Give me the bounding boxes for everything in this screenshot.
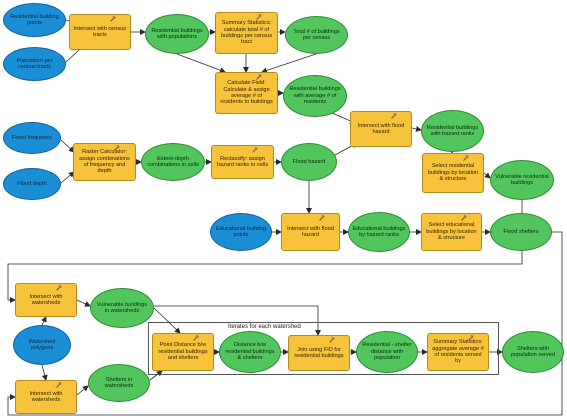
node-label: Extent-depth combinations in cells: [147, 155, 199, 168]
node-label: Residential building points: [10, 13, 59, 26]
node-label: Flood hazard: [292, 158, 326, 165]
hammer-icon: [461, 214, 467, 221]
node-label: Vulnerable buildings in watersheds: [96, 301, 148, 314]
node-label: Intersect with census tracts: [73, 25, 127, 38]
node-label: Reclassify: assign hazard ranks to cells: [216, 155, 269, 168]
node-label: Raster Calculator: assign combinations o…: [79, 149, 130, 175]
node-label: Residential buildings with hazard ranks: [426, 124, 479, 137]
intersect-flood-residential-tool[interactable]: Intersect with flood hazard: [350, 111, 412, 147]
intersect-flood-educational-tool[interactable]: Intersect with flood hazard: [281, 213, 340, 251]
population-census-tracts-input[interactable]: Population per census tracts: [3, 47, 66, 81]
hammer-icon: [114, 144, 121, 151]
summary-total-buildings-tool[interactable]: Summary Statistics: calculate total # of…: [215, 12, 278, 54]
node-label: Calculate Field: Calculate & assign aver…: [220, 80, 273, 106]
node-label: Select educational buildings by location…: [426, 222, 477, 242]
node-label: Intersect with flood hazard: [357, 122, 405, 135]
total-buildings-census-output[interactable]: Total # of buildings per census: [285, 16, 348, 54]
node-label: Intersect with flood hazard: [287, 225, 334, 238]
summary-aggregate-tool[interactable]: Summary Statistics: aggregate average # …: [427, 333, 489, 371]
shelters-population-output[interactable]: Shelters with population served: [502, 331, 564, 373]
node-label: Residential buildings with populations: [151, 27, 203, 40]
distance-residential-shelters-output[interactable]: Distance b/w residential buildings & she…: [219, 331, 281, 373]
hammer-icon: [328, 336, 335, 343]
connector-shelterws-to-pointdist: [149, 370, 163, 381]
residential-hazard-ranks-output[interactable]: Residential buildings with hazard ranks: [421, 110, 484, 152]
node-label: Educational building points: [215, 225, 267, 238]
educational-hazard-ranks-output[interactable]: Educational buildings by hazard ranks: [348, 212, 410, 252]
node-label: Flood depth: [17, 180, 47, 187]
hammer-icon: [109, 15, 116, 22]
connector-watershed-to-intersect2: [41, 364, 48, 381]
point-distance-tool[interactable]: Point Distance b/w residential buildings…: [152, 333, 214, 371]
node-label: Intersect with watersheds: [29, 390, 63, 403]
intersect-watersheds-tool-1[interactable]: Intersect with watersheds: [15, 283, 77, 317]
connector-depth-to-raster: [60, 171, 75, 184]
intersect-census-tracts-tool[interactable]: Intersect with census tracts: [69, 14, 131, 50]
connector-intersect-to-reshazard: [411, 125, 422, 132]
connector-shelters-wrap: [7, 231, 563, 416]
iteration-group-label: Iterates for each watershed: [228, 324, 301, 330]
connector-respop-to-calc: [176, 53, 226, 74]
reclassify-tool[interactable]: Reclassify: assign hazard ranks to cells: [211, 145, 274, 179]
hammer-icon: [319, 214, 326, 221]
node-label: Point Distance b/w residential buildings…: [158, 342, 208, 362]
select-residential-tool[interactable]: Select residential buildings by location…: [422, 153, 484, 193]
join-fid-tool[interactable]: Join using FID for residential buildings: [288, 335, 350, 371]
connector-select-to-vulnerable: [483, 172, 491, 179]
residential-average-output[interactable]: Residential buildings with average # of …: [283, 75, 347, 117]
hammer-icon: [55, 284, 62, 291]
node-label: Shelters with population served: [510, 345, 556, 358]
node-label: Residential - shelter distance with popu…: [362, 342, 412, 362]
node-label: Vulnerable residential buildings: [495, 173, 549, 186]
node-label: Population per census tracts: [16, 57, 53, 70]
hammer-icon: [462, 154, 469, 161]
connector-watershed-to-intersect1: [41, 316, 47, 326]
connector-intersect2-to-shelterws: [76, 385, 89, 396]
vulnerable-residential-output[interactable]: Vulnerable residential buildings: [490, 160, 554, 200]
raster-calculator-tool[interactable]: Raster Calculator: assign combinations o…: [73, 143, 136, 181]
extent-depth-output[interactable]: Extent-depth combinations in cells: [141, 143, 205, 181]
residential-building-points-input[interactable]: Residential building points: [3, 3, 66, 37]
hammer-icon: [467, 334, 474, 341]
node-label: Watershed polygons: [28, 338, 56, 351]
hammer-icon: [256, 73, 263, 80]
hammer-icon: [390, 112, 397, 119]
node-label: Shelters in watersheds: [104, 376, 134, 389]
connector-vulnws-to-join: [154, 305, 321, 336]
node-label: Flood frequency: [11, 134, 53, 141]
flood-depth-input[interactable]: Flood depth: [3, 168, 61, 200]
connector-intersect1-to-vulnws: [76, 299, 91, 307]
flood-hazard-output[interactable]: Flood hazard: [281, 143, 337, 181]
connector-vulnws-to-pointdist: [153, 307, 181, 334]
watershed-polygons-input[interactable]: Watershed polygons: [13, 325, 71, 365]
shelters-watersheds-output[interactable]: Shelters in watersheds: [88, 364, 150, 402]
vulnerable-watersheds-output[interactable]: Vulnerable buildings in watersheds: [90, 288, 154, 328]
node-label: Educational buildings by hazard ranks: [352, 225, 406, 238]
residential-shelter-distance-output[interactable]: Residential - shelter distance with popu…: [356, 331, 418, 373]
node-label: Residential buildings with average # of …: [289, 86, 341, 106]
node-label: Summary Statistics: calculate total # of…: [221, 20, 272, 46]
flood-frequency-input[interactable]: Flood frequency: [3, 122, 61, 154]
select-educational-tool[interactable]: Select educational buildings by location…: [421, 213, 482, 251]
node-label: Distance b/w residential buildings & she…: [225, 342, 275, 362]
node-label: Intersect with watersheds: [29, 293, 63, 306]
calculate-field-tool[interactable]: Calculate Field: Calculate & assign aver…: [215, 72, 278, 114]
hammer-icon: [256, 13, 263, 20]
connector-freq-to-raster: [60, 139, 75, 153]
iteration-group-box: [148, 322, 499, 375]
node-label: Flood shelters: [503, 228, 539, 235]
hammer-icon: [192, 334, 199, 341]
hammer-icon: [55, 381, 62, 388]
intersect-watersheds-tool-2[interactable]: Intersect with watersheds: [15, 380, 77, 414]
residential-populations-output[interactable]: Residential buildings with populations: [145, 14, 209, 54]
node-label: Select residential buildings by location…: [427, 163, 479, 183]
node-label: Total # of buildings per census: [293, 28, 340, 41]
node-label: Summary Statistics: aggregate average # …: [432, 339, 484, 365]
connector-total-to-calc: [261, 53, 317, 74]
educational-building-points-input[interactable]: Educational building points: [210, 213, 272, 251]
hammer-icon: [252, 146, 259, 153]
node-label: Join using FID for residential buildings: [294, 346, 344, 359]
flood-shelters-output[interactable]: Flood shelters: [490, 213, 552, 251]
